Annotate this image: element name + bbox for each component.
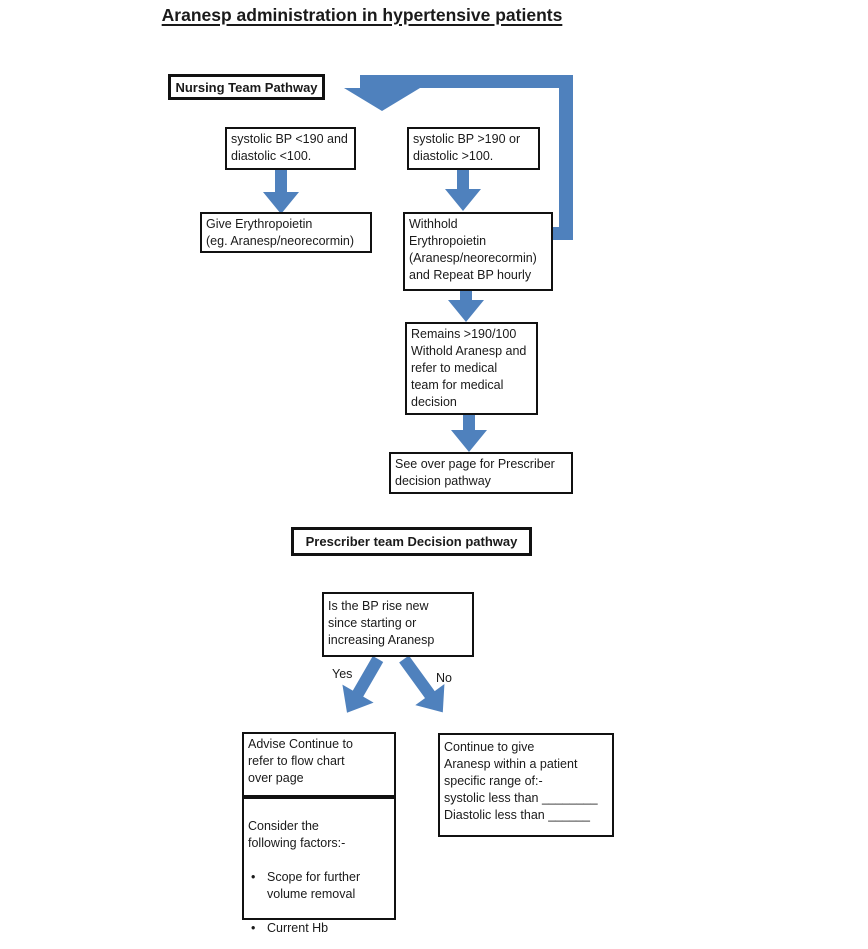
down-arrow-withhold-remains	[448, 291, 484, 322]
prescriber-pathway-header: Prescriber team Decision pathway	[291, 527, 532, 556]
see-over-page-box: See over page for Prescriber decision pa…	[389, 452, 573, 494]
consider-intro: Consider the following factors:-	[248, 819, 346, 850]
bp-normal-box: systolic BP <190 and diastolic <100.	[225, 127, 356, 170]
bullet-icon: •	[251, 870, 256, 884]
down-arrow-cond-high	[445, 170, 481, 211]
list-item: • Current Hb	[248, 920, 390, 937]
remains-high-box: Remains >190/100 Withold Aranesp and ref…	[405, 322, 538, 415]
consider-factors-box: Consider the following factors:- • Scope…	[242, 797, 396, 935]
page-title: Aranesp administration in hypertensive p…	[161, 5, 563, 25]
no-label: No	[436, 671, 452, 685]
bp-high-box: systolic BP >190 or diastolic >100.	[407, 127, 540, 170]
give-epo-box: Give Erythropoietin (eg. Aranesp/neoreco…	[200, 212, 372, 253]
yes-arrow	[342, 656, 384, 713]
nursing-pathway-header: Nursing Team Pathway	[168, 74, 325, 100]
bp-rise-question-box: Is the BP rise new since starting or inc…	[322, 592, 474, 657]
down-arrow-cond-ok	[263, 168, 299, 214]
advise-continue-box: Advise Continue to refer to flow chart o…	[242, 732, 396, 797]
bullet-icon: •	[251, 921, 256, 935]
list-item: • Scope for further volume removal	[248, 869, 390, 903]
no-arrow	[399, 655, 445, 713]
continue-give-box: Continue to give Aranesp within a patien…	[438, 733, 614, 837]
yes-label: Yes	[332, 667, 353, 681]
loop-arrow	[344, 75, 573, 240]
withhold-epo-box: Withhold Erythropoietin (Aranesp/neoreco…	[403, 212, 553, 291]
down-arrow-remains-seeover	[451, 415, 487, 452]
